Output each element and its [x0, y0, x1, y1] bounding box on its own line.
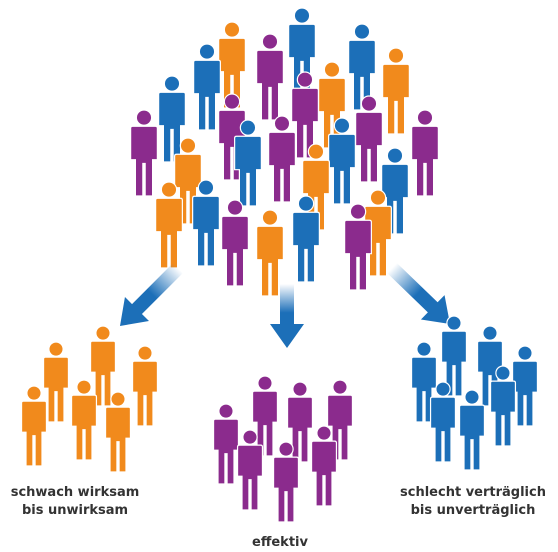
arrow-left-icon — [119, 263, 183, 327]
person-icon — [89, 325, 117, 407]
person-icon — [458, 389, 486, 471]
person-icon — [429, 381, 457, 463]
label-weak-efficacy-line1: schwach wirksam — [10, 485, 140, 500]
person-icon — [193, 43, 221, 131]
person-icon — [221, 199, 249, 287]
label-weak-efficacy-line2: bis unwirksam — [21, 503, 129, 518]
center-group — [212, 375, 354, 523]
arrows-group — [119, 262, 451, 348]
person-icon — [20, 385, 48, 467]
person-icon — [251, 375, 279, 457]
person-icon — [158, 75, 186, 163]
person-icon — [218, 21, 246, 109]
person-icon — [411, 109, 439, 197]
left-group — [20, 325, 159, 473]
person-icon — [344, 203, 372, 291]
person-icon — [236, 429, 264, 511]
person-icon — [130, 109, 158, 197]
right-group — [410, 315, 539, 471]
person-icon — [382, 47, 410, 135]
person-icon — [42, 341, 70, 423]
person-icon — [489, 365, 517, 447]
person-icon — [256, 33, 284, 121]
person-icon — [355, 95, 383, 183]
label-effective: effektiv — [220, 534, 340, 552]
person-icon — [256, 209, 284, 297]
arrow-right-icon — [387, 262, 451, 325]
person-icon — [310, 425, 338, 507]
label-effective-line1: effektiv — [252, 535, 308, 550]
person-icon — [272, 441, 300, 523]
person-icon — [268, 115, 296, 203]
person-icon — [440, 315, 468, 397]
label-poor-tolerability: schlecht verträglich bis unverträglich — [388, 484, 558, 520]
crowd-group — [130, 7, 439, 297]
person-icon — [155, 181, 183, 269]
label-poor-tolerability-line1: schlecht verträglich — [400, 485, 546, 500]
person-icon — [192, 179, 220, 267]
person-icon — [348, 23, 376, 111]
person-icon — [511, 345, 539, 427]
person-icon — [292, 195, 320, 283]
person-icon — [212, 403, 240, 485]
person-icon — [234, 119, 262, 207]
person-icon — [328, 117, 356, 205]
label-weak-efficacy: schwach wirksam bis unwirksam — [0, 484, 150, 520]
label-poor-tolerability-line2: bis unverträglich — [410, 503, 536, 518]
person-icon — [291, 71, 319, 159]
person-icon — [104, 391, 132, 473]
person-icon — [131, 345, 159, 427]
arrow-down-icon — [270, 284, 304, 348]
person-icon — [70, 379, 98, 461]
person-icon — [286, 381, 314, 463]
